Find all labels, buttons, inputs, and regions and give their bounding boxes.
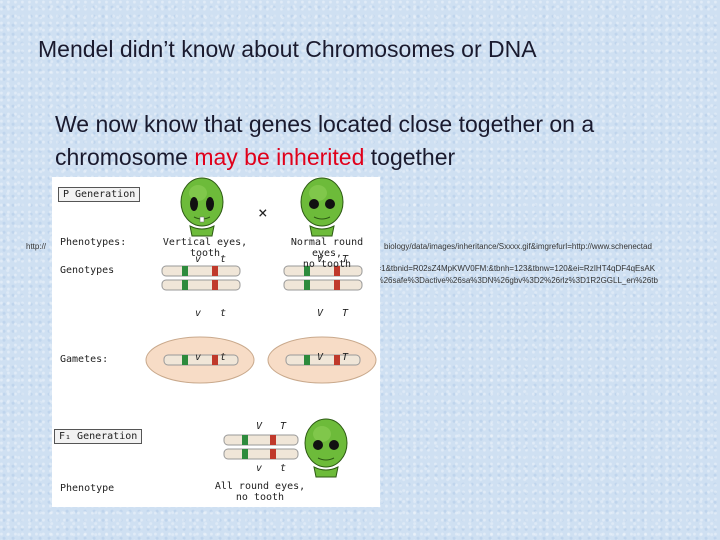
p-generation-label: P Generation <box>58 187 141 202</box>
phenotypes-label: Phenotypes: <box>60 237 127 248</box>
gametes-label: Gametes: <box>60 354 109 365</box>
f1-phenotype-line2: no tooth <box>235 492 285 503</box>
parent2-phenotype-line1: Normal round eyes, <box>290 237 364 259</box>
image-url-fragment-line1: biology/data/images/inheritance/Sxxxx.gi… <box>384 242 652 251</box>
allele-T-top-p2: T <box>342 254 349 265</box>
allele-V-bottom-p2: V <box>317 308 324 319</box>
gamete-parent2 <box>267 336 377 384</box>
parent2-phenotype: Normal round eyes, no tooth <box>274 237 380 270</box>
subtitle-highlight: may be inherited <box>194 144 365 170</box>
gamete-parent1 <box>145 336 255 384</box>
genotypes-label: Genotypes <box>60 265 115 276</box>
allele-V-gamete: V <box>317 352 324 363</box>
f1-phenotype-line1: All round eyes, <box>214 481 306 492</box>
image-url-fragment-left: http:// <box>26 242 47 251</box>
f1-generation-label: F₁ Generation <box>54 429 143 444</box>
allele-V-top-p2: V <box>317 254 324 265</box>
alien-parent-vertical-eyes <box>180 177 224 237</box>
allele-V-f1-top: V <box>256 421 263 432</box>
allele-v-bottom-p1: v <box>195 308 202 319</box>
allele-t-gamete: t <box>220 352 227 363</box>
allele-T-f1-top: T <box>280 421 287 432</box>
alien-parent-round-eyes <box>300 177 344 237</box>
alien-f1-round-eyes <box>304 418 348 478</box>
allele-T-bottom-p2: T <box>342 308 349 319</box>
slide-title: Mendel didn’t know about Chromosomes or … <box>38 36 537 62</box>
cross-symbol: × <box>258 203 268 222</box>
genetics-figure: P Generation × Phenotypes: Vertical eyes… <box>52 177 380 507</box>
genetics-diagram <box>145 177 377 478</box>
parent2-phenotype-line2: no tooth <box>302 259 352 270</box>
subtitle-part2: together <box>364 144 456 170</box>
allele-v-top-p1: v <box>195 254 202 265</box>
image-url-fragment-line3: n%26safe%3Dactive%26sa%3DN%26gbv%3D2%26r… <box>372 276 658 285</box>
allele-t-bottom-p1: t <box>220 308 227 319</box>
parent1-phenotype: Vertical eyes, tooth <box>160 237 250 259</box>
allele-T-gamete: T <box>342 352 349 363</box>
allele-v-f1-bottom: v <box>256 463 263 474</box>
subtitle-part1: We now know that genes located close tog… <box>55 111 595 170</box>
parent1-phenotype-line1: Vertical eyes, <box>162 237 248 248</box>
allele-t-top-p1: t <box>220 254 227 265</box>
slide-subtitle: We now know that genes located close tog… <box>55 108 705 174</box>
image-url-fragment-line2: n=1&tbnid=R02sZ4MpKWV0FM:&tbnh=123&tbnw=… <box>372 264 656 273</box>
chromosome-pair-parent2 <box>283 265 363 291</box>
chromosome-pair-f1 <box>223 434 299 460</box>
chromosome-pair-parent1 <box>161 265 241 291</box>
phenotype-label: Phenotype <box>60 483 115 494</box>
parent1-phenotype-line2: tooth <box>189 248 221 259</box>
allele-t-f1-bottom: t <box>280 463 287 474</box>
f1-phenotype: All round eyes, no tooth <box>210 481 310 503</box>
allele-v-gamete: v <box>195 352 202 363</box>
